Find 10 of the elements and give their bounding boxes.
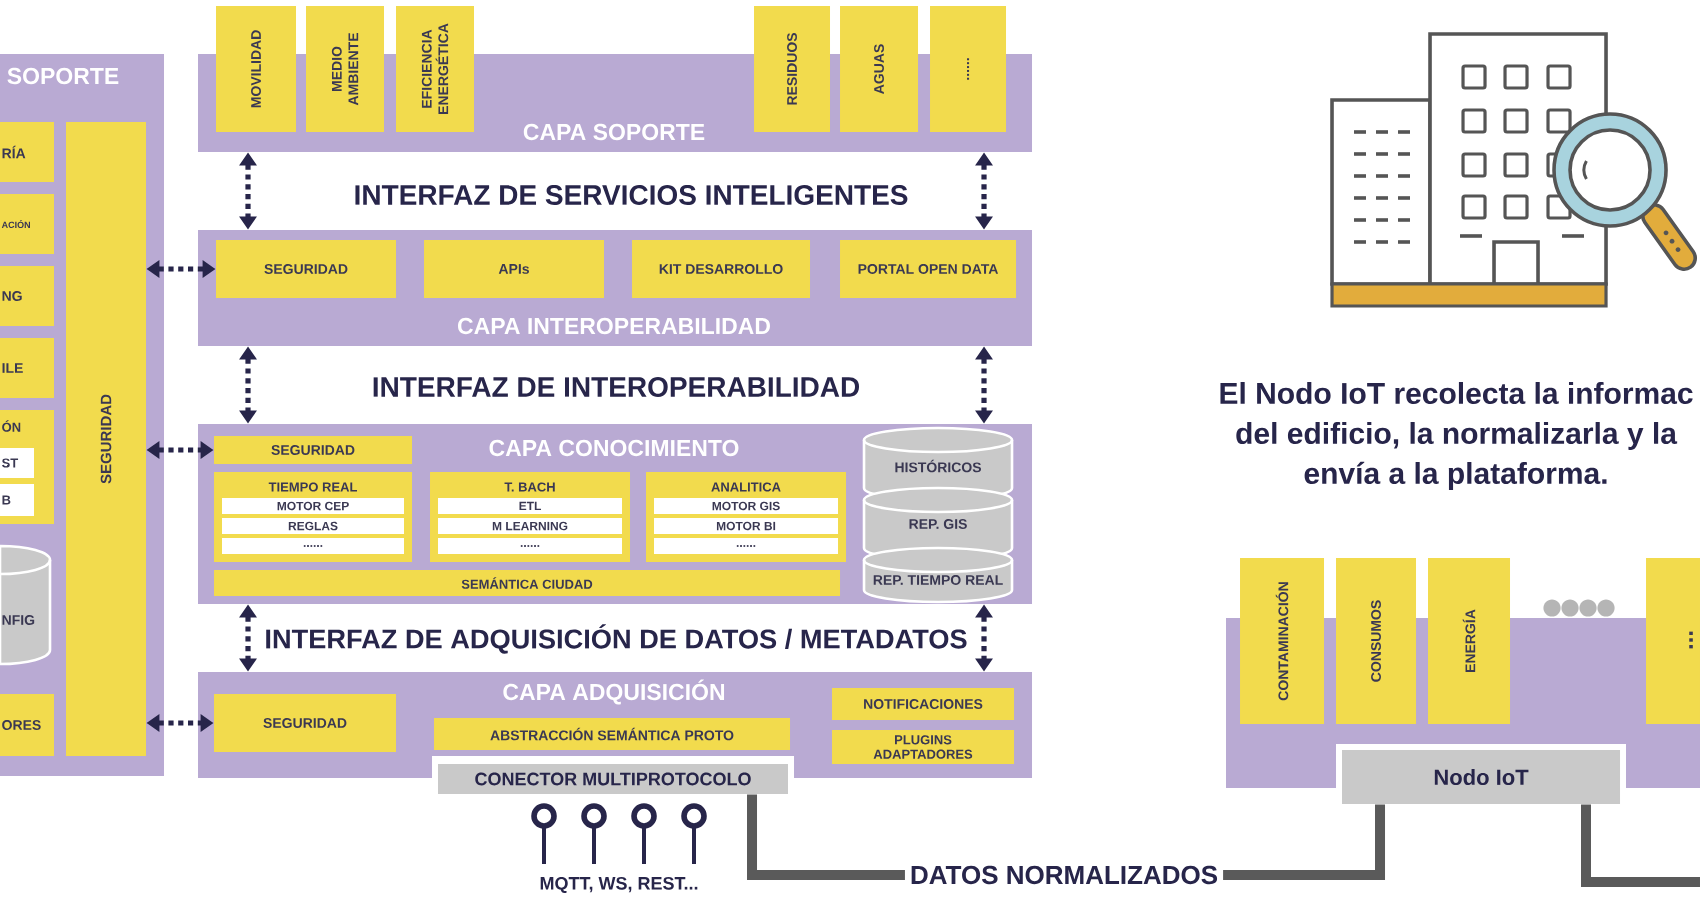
device-box: Nodo IoT bbox=[1342, 750, 1620, 804]
connector-box: CONECTOR MULTIPROTOCOLO bbox=[438, 764, 788, 794]
interface-label: INTERFAZ DE INTEROPERABILIDAD bbox=[373, 377, 860, 397]
edge-label: DATOS NORMALIZADOS bbox=[904, 860, 1224, 890]
protocol-label: MQTT, WS, REST... bbox=[540, 876, 698, 894]
interface-label: INTERFAZ DE SERVICIOS INTELIGENTES bbox=[355, 185, 908, 205]
description-text: El Nodo IoT recolecta la informac del edificio, la normalizarla y la envía a la plataforma. bbox=[1220, 382, 1693, 490]
connector-line bbox=[1581, 804, 1700, 887]
module-box: ... bbox=[1646, 558, 1700, 724]
interface-label: INTERFAZ DE ADQUISICIÓN DE DATOS / METADATOS bbox=[266, 624, 967, 654]
